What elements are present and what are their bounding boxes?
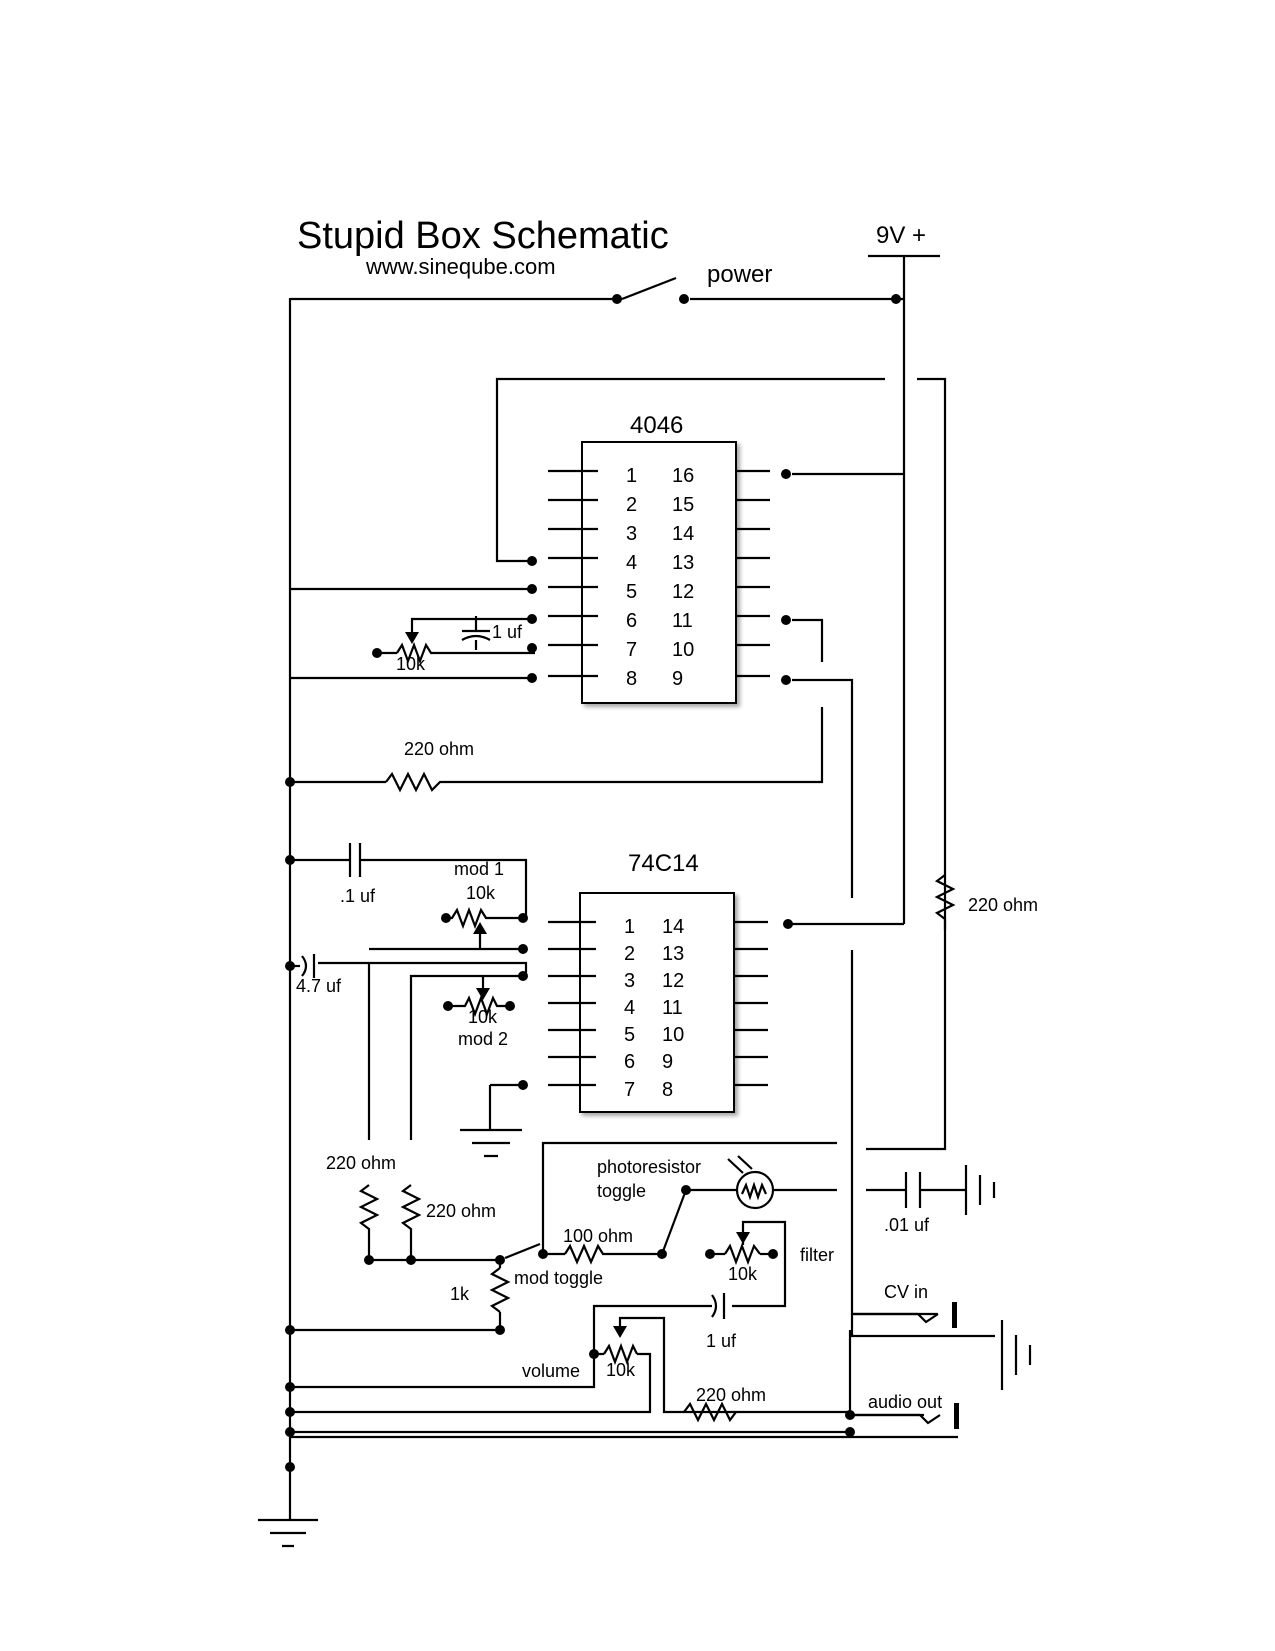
components xyxy=(258,616,1032,1548)
pin-label: 7 xyxy=(626,639,637,661)
toggle-label: toggle xyxy=(597,1181,646,1201)
photoresistor-symbol xyxy=(727,1155,775,1210)
pin-label: 4 xyxy=(624,997,635,1019)
pin-label: 3 xyxy=(626,523,637,545)
potentiometer-symbol xyxy=(603,1326,638,1366)
ground-symbol xyxy=(460,1115,522,1158)
pin-label: 11 xyxy=(672,610,693,632)
resistor-symbol xyxy=(489,1267,511,1313)
filter-pot-label: 10k xyxy=(728,1264,758,1284)
res-1k-label: 1k xyxy=(450,1284,470,1304)
res-220-vco-label: 220 ohm xyxy=(404,739,474,759)
mod1-name-label: mod 1 xyxy=(454,859,504,879)
cv-in-label: CV in xyxy=(884,1282,928,1302)
res-220-out-label: 220 ohm xyxy=(696,1385,766,1405)
filter-label: filter xyxy=(800,1245,834,1265)
capacitor-symbol xyxy=(301,954,316,978)
supply-label: 9V + xyxy=(876,222,926,249)
component-labels: 1 uf 10k 220 ohm .1 uf mod 1 10k 4.7 uf … xyxy=(296,622,1038,1412)
res-220-mid-label: 220 ohm xyxy=(426,1201,496,1221)
mod2-name-label: mod 2 xyxy=(458,1029,508,1049)
chip-74c14: 74C14 1 2 3 4 5 6 7 14 13 12 11 10 9 8 xyxy=(548,850,768,1113)
schematic-title: Stupid Box Schematic xyxy=(297,215,669,257)
pin-label: 10 xyxy=(672,639,694,661)
pin-label: 9 xyxy=(672,668,683,690)
chip-4046-name: 4046 xyxy=(630,412,683,439)
pin-label: 8 xyxy=(626,668,637,690)
cv-in-jack-symbol xyxy=(852,1302,957,1328)
pin-label: 8 xyxy=(662,1079,673,1101)
pin-label: 6 xyxy=(624,1051,635,1073)
potentiometer-symbol xyxy=(452,976,510,1018)
capacitor-symbol xyxy=(344,843,373,877)
resistor-symbol xyxy=(934,874,956,930)
pin-label: 13 xyxy=(662,943,684,965)
cap-01uf-label: .1 uf xyxy=(340,886,376,906)
resistor-symbol xyxy=(400,1184,422,1240)
pin-label: 7 xyxy=(624,1079,635,1101)
pin-label: 3 xyxy=(624,970,635,992)
capacitor-symbol xyxy=(461,616,491,650)
chip-74c14-name: 74C14 xyxy=(628,850,699,877)
mod2-value-label: 10k xyxy=(468,1007,498,1027)
junction-dots xyxy=(285,294,901,1472)
ground-symbol xyxy=(1000,1320,1032,1390)
pin-label: 2 xyxy=(626,494,637,516)
volume-pot-label: 10k xyxy=(606,1360,636,1380)
cap-47uf-label: 4.7 uf xyxy=(296,976,342,996)
audio-out-label: audio out xyxy=(868,1392,942,1412)
website-url: www.sineqube.com xyxy=(365,254,556,279)
capacitor-symbol xyxy=(711,1293,726,1319)
pot-vco-label: 10k xyxy=(396,654,426,674)
pin-label: 11 xyxy=(662,997,683,1019)
potentiometer-symbol xyxy=(446,906,526,948)
ground-symbol xyxy=(258,1518,318,1548)
pin-label: 6 xyxy=(626,610,637,632)
resistor-symbol xyxy=(564,1243,608,1265)
resistor-symbol xyxy=(683,1401,737,1423)
pin-label: 5 xyxy=(626,581,637,603)
pin-label: 14 xyxy=(662,916,684,938)
potentiometer-symbol xyxy=(396,620,436,665)
cap-1uf-vco-label: 1 uf xyxy=(492,622,523,642)
pin-label: 4 xyxy=(626,552,637,574)
ground-symbol xyxy=(964,1165,996,1215)
pin-label: 2 xyxy=(624,943,635,965)
mod1-value-label: 10k xyxy=(466,883,496,903)
power-switch-label: power xyxy=(707,261,772,288)
pin-label: 10 xyxy=(662,1024,684,1046)
capacitor-symbol xyxy=(904,1172,922,1208)
res-220-left-label: 220 ohm xyxy=(326,1153,396,1173)
res-220-right-label: 220 ohm xyxy=(968,895,1038,915)
mod-toggle-label: mod toggle xyxy=(514,1268,603,1288)
resistor-symbol xyxy=(385,771,447,793)
potentiometer-symbol xyxy=(724,1232,761,1266)
pin-label: 14 xyxy=(672,523,694,545)
photoresistor-label: photoresistor xyxy=(597,1157,701,1177)
audio-out-jack-symbol xyxy=(850,1403,959,1429)
pin-label: 12 xyxy=(662,970,684,992)
cap-001uf-label: .01 uf xyxy=(884,1215,930,1235)
pin-label: 1 xyxy=(624,916,635,938)
pin-label: 15 xyxy=(672,494,694,516)
pin-label: 12 xyxy=(672,581,694,603)
cap-1uf-out-label: 1 uf xyxy=(706,1331,737,1351)
res-100-label: 100 ohm xyxy=(563,1226,633,1246)
pin-label: 13 xyxy=(672,552,694,574)
volume-label: volume xyxy=(522,1361,580,1381)
resistor-symbol xyxy=(358,1184,380,1240)
chip-4046: 4046 1 2 3 4 5 6 7 8 16 15 14 13 12 11 1… xyxy=(548,412,770,704)
pin-label: 1 xyxy=(626,465,637,487)
pin-label: 9 xyxy=(662,1051,673,1073)
pin-label: 16 xyxy=(672,465,694,487)
pin-label: 5 xyxy=(624,1024,635,1046)
